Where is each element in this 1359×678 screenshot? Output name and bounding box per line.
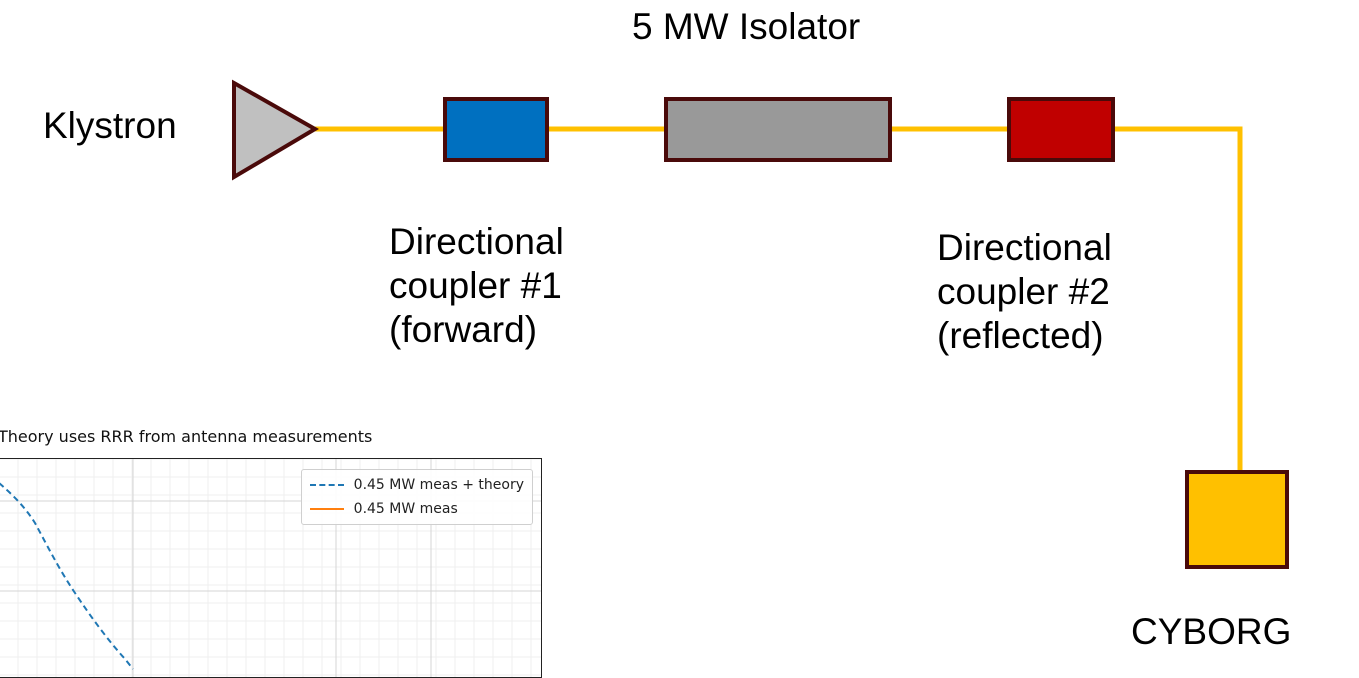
legend-entry: 0.45 MW meas + theory — [309, 473, 524, 497]
isolator-label: 5 MW Isolator — [632, 6, 861, 47]
klystron-label: Klystron — [43, 105, 177, 146]
coupler2-label-line: (reflected) — [937, 315, 1104, 356]
directional-coupler-1[interactable] — [443, 97, 549, 162]
coupler1-label-line: Directional — [389, 221, 564, 262]
series-theory-line — [0, 482, 134, 670]
legend-entry: 0.45 MW meas — [309, 497, 524, 521]
klystron-symbol[interactable] — [232, 79, 319, 181]
legend-swatch-solid — [309, 508, 344, 510]
directional-coupler-2[interactable] — [1007, 97, 1115, 162]
coupler1-label-line: (forward) — [389, 309, 538, 350]
plot-title: Theory uses RRR from antenna measurement… — [0, 427, 373, 446]
coupler1-label-line: coupler #1 — [389, 265, 562, 306]
coupler1-label: Directional coupler #1 (forward) — [389, 220, 564, 352]
waveguide-line — [315, 126, 1243, 474]
legend-swatch-dashed — [309, 484, 344, 486]
plot-legend: 0.45 MW meas + theory 0.45 MW meas — [300, 469, 533, 525]
coupler2-label-line: Directional — [937, 227, 1112, 268]
isolator[interactable] — [664, 97, 892, 162]
legend-label: 0.45 MW meas — [353, 501, 458, 517]
cyborg-load[interactable] — [1185, 470, 1289, 569]
legend-label: 0.45 MW meas + theory — [353, 477, 524, 493]
coupler2-label: Directional coupler #2 (reflected) — [937, 226, 1112, 358]
plot-axes: 0.45 MW meas + theory 0.45 MW meas — [0, 458, 542, 678]
cyborg-label: CYBORG — [1131, 611, 1292, 652]
coupler2-label-line: coupler #2 — [937, 271, 1110, 312]
